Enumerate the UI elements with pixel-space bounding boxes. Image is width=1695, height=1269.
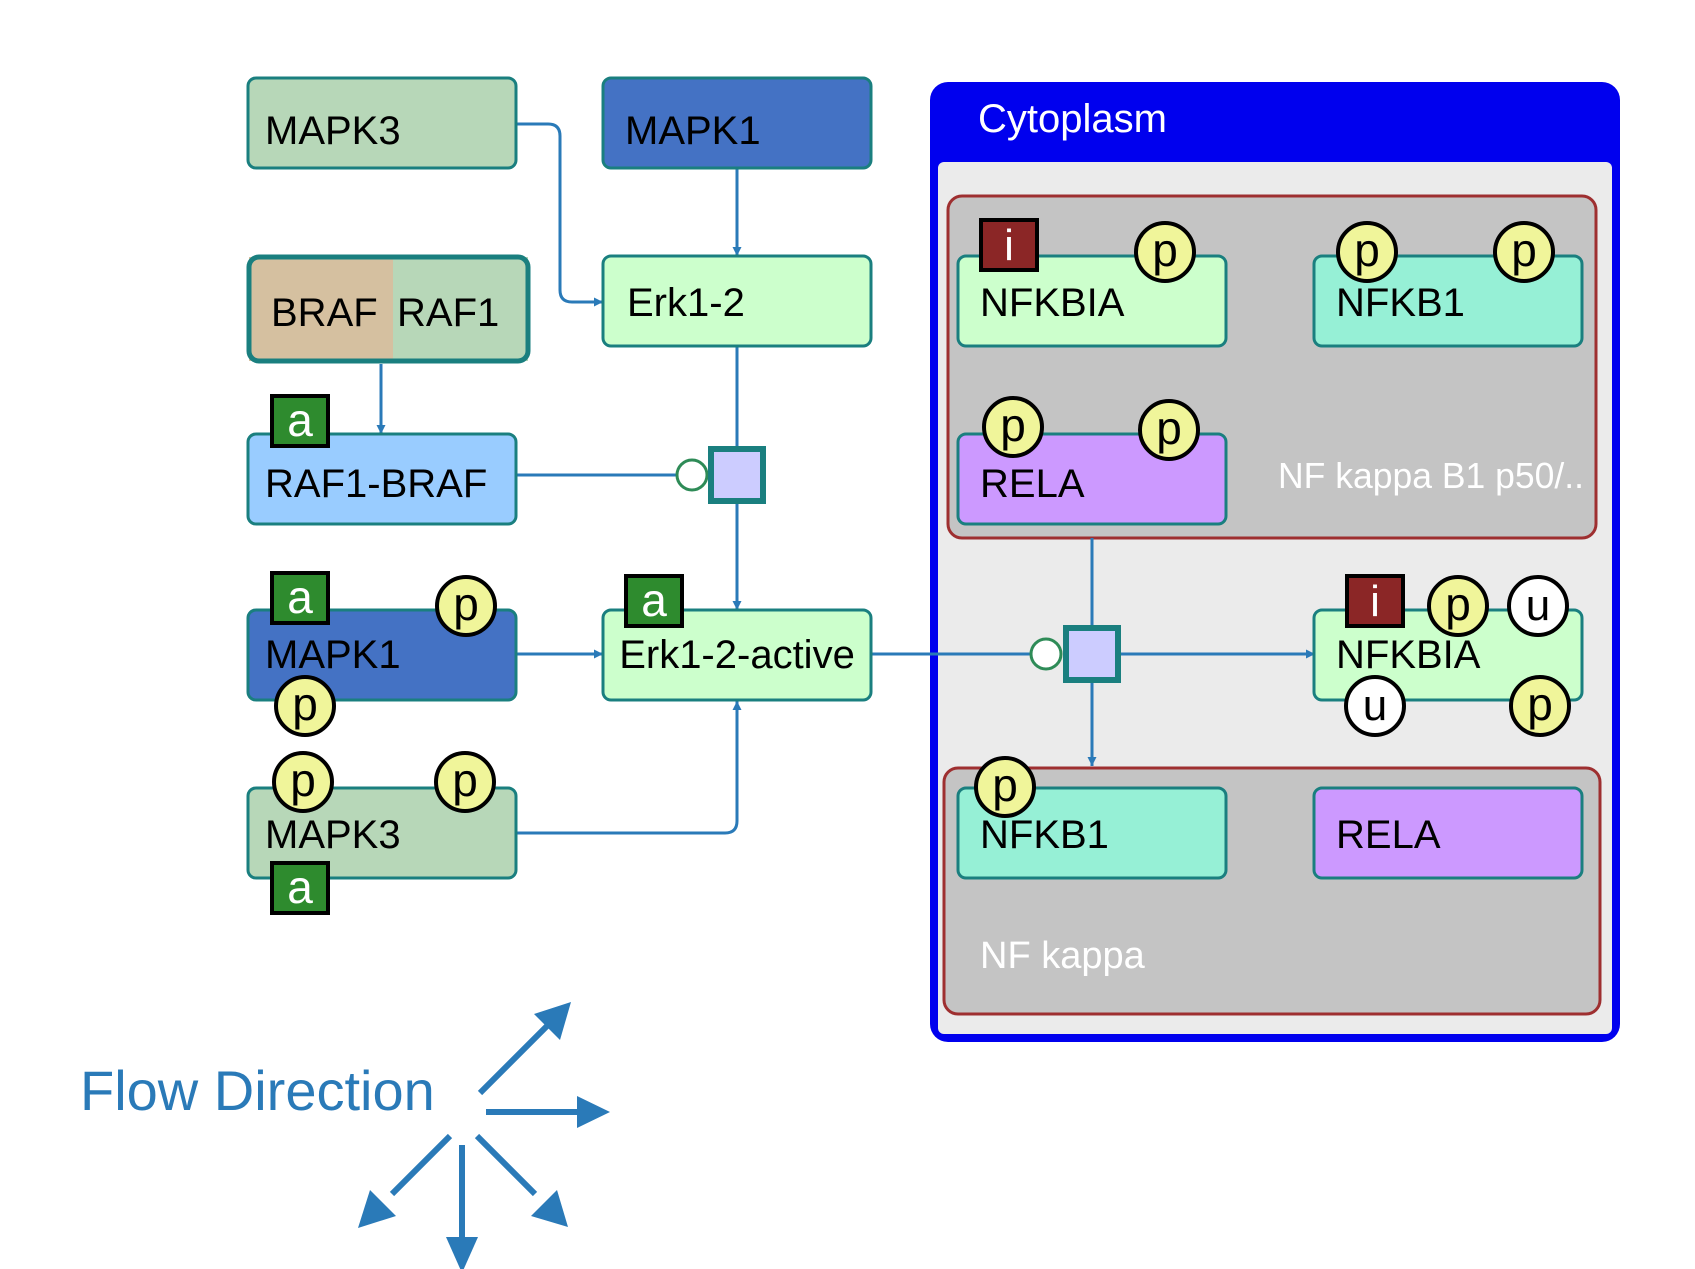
phospho-badge: p <box>974 756 1036 818</box>
legend-arrows-icon <box>358 1002 610 1269</box>
svg-text:p: p <box>452 754 478 806</box>
process-node[interactable] <box>708 446 766 504</box>
phospho-badge: p <box>1138 399 1200 461</box>
activated-badge: a <box>270 571 330 625</box>
activated-badge: a <box>270 394 330 448</box>
complex-label: NF kappa B1 p50/.. <box>1278 455 1584 496</box>
node-label: RELA <box>1336 813 1441 857</box>
svg-text:p: p <box>1445 578 1471 630</box>
node-label-raf1: RAF1 <box>397 291 499 335</box>
activated-badge: a <box>270 861 330 915</box>
inhibited-badge: i <box>979 218 1039 272</box>
node-label: MAPK3 <box>265 813 401 857</box>
node-label: MAPK1 <box>625 109 761 153</box>
legend-label: Flow Direction <box>80 1059 435 1122</box>
node-label: NFKB1 <box>1336 281 1465 325</box>
node-label: NFKBIA <box>980 281 1125 325</box>
ubiquitin-badge: u <box>1507 575 1569 637</box>
svg-text:u: u <box>1363 681 1387 730</box>
node-label: MAPK3 <box>265 109 401 153</box>
modulation-circle <box>1029 637 1063 671</box>
edge-mapk3-to-erk12[interactable] <box>516 122 603 307</box>
edge-mapk3-to-erk12active[interactable] <box>516 701 742 835</box>
svg-text:p: p <box>1156 402 1182 454</box>
svg-text:p: p <box>1527 678 1553 730</box>
node-mapk3[interactable]: MAPK3 <box>246 76 518 170</box>
node-erk12[interactable]: Erk1-2 <box>601 254 873 348</box>
svg-text:a: a <box>641 574 667 626</box>
svg-text:a: a <box>287 861 313 913</box>
svg-text:a: a <box>287 571 313 623</box>
svg-text:p: p <box>1511 224 1537 276</box>
node-label: NFKB1 <box>980 813 1109 857</box>
phospho-badge: p <box>1427 575 1489 637</box>
node-label: RELA <box>980 462 1085 506</box>
svg-text:p: p <box>453 578 479 630</box>
flow-direction-legend: Flow Direction <box>80 1002 610 1269</box>
svg-text:i: i <box>1370 577 1380 626</box>
phospho-badge: p <box>982 396 1044 458</box>
node-rela-complex[interactable]: RELA <box>1312 786 1584 880</box>
inhibited-badge: i <box>1345 574 1405 628</box>
svg-text:p: p <box>292 678 318 730</box>
phospho-badge: p <box>434 751 496 813</box>
modulation-circle <box>675 458 709 492</box>
phospho-badge: p <box>1336 221 1398 283</box>
svg-text:p: p <box>1354 224 1380 276</box>
compartment-label: Cytoplasm <box>978 97 1167 141</box>
phospho-badge: p <box>272 751 334 813</box>
svg-text:p: p <box>992 759 1018 811</box>
phospho-badge: p <box>1134 221 1196 283</box>
phospho-badge: p <box>1509 675 1571 737</box>
svg-text:p: p <box>290 754 316 806</box>
svg-text:i: i <box>1004 221 1014 270</box>
ubiquitin-badge: u <box>1344 675 1406 737</box>
node-braf-raf1-complex[interactable]: BRAF RAF1 <box>246 254 531 364</box>
node-label: Erk1-2 <box>627 281 745 325</box>
svg-text:p: p <box>1000 399 1026 451</box>
activated-badge: a <box>624 574 684 628</box>
phospho-badge: p <box>274 675 336 737</box>
node-raf1-braf[interactable]: RAF1-BRAF <box>246 432 518 526</box>
complex-label: NF kappa <box>980 935 1146 977</box>
edges <box>376 122 1315 835</box>
node-label: RAF1-BRAF <box>265 462 487 506</box>
node-label: NFKBIA <box>1336 633 1481 677</box>
node-mapk1[interactable]: MAPK1 <box>601 76 873 170</box>
phospho-badge: p <box>1493 221 1555 283</box>
process-node[interactable] <box>1063 625 1121 683</box>
svg-text:p: p <box>1152 224 1178 276</box>
node-label-braf: BRAF <box>271 291 378 335</box>
node-label: MAPK1 <box>265 633 401 677</box>
node-label: Erk1-2-active <box>619 633 855 677</box>
phospho-badge: p <box>435 575 497 637</box>
svg-text:a: a <box>287 394 313 446</box>
node-erk12-active[interactable]: Erk1-2-active <box>601 608 873 702</box>
svg-text:u: u <box>1526 581 1550 630</box>
